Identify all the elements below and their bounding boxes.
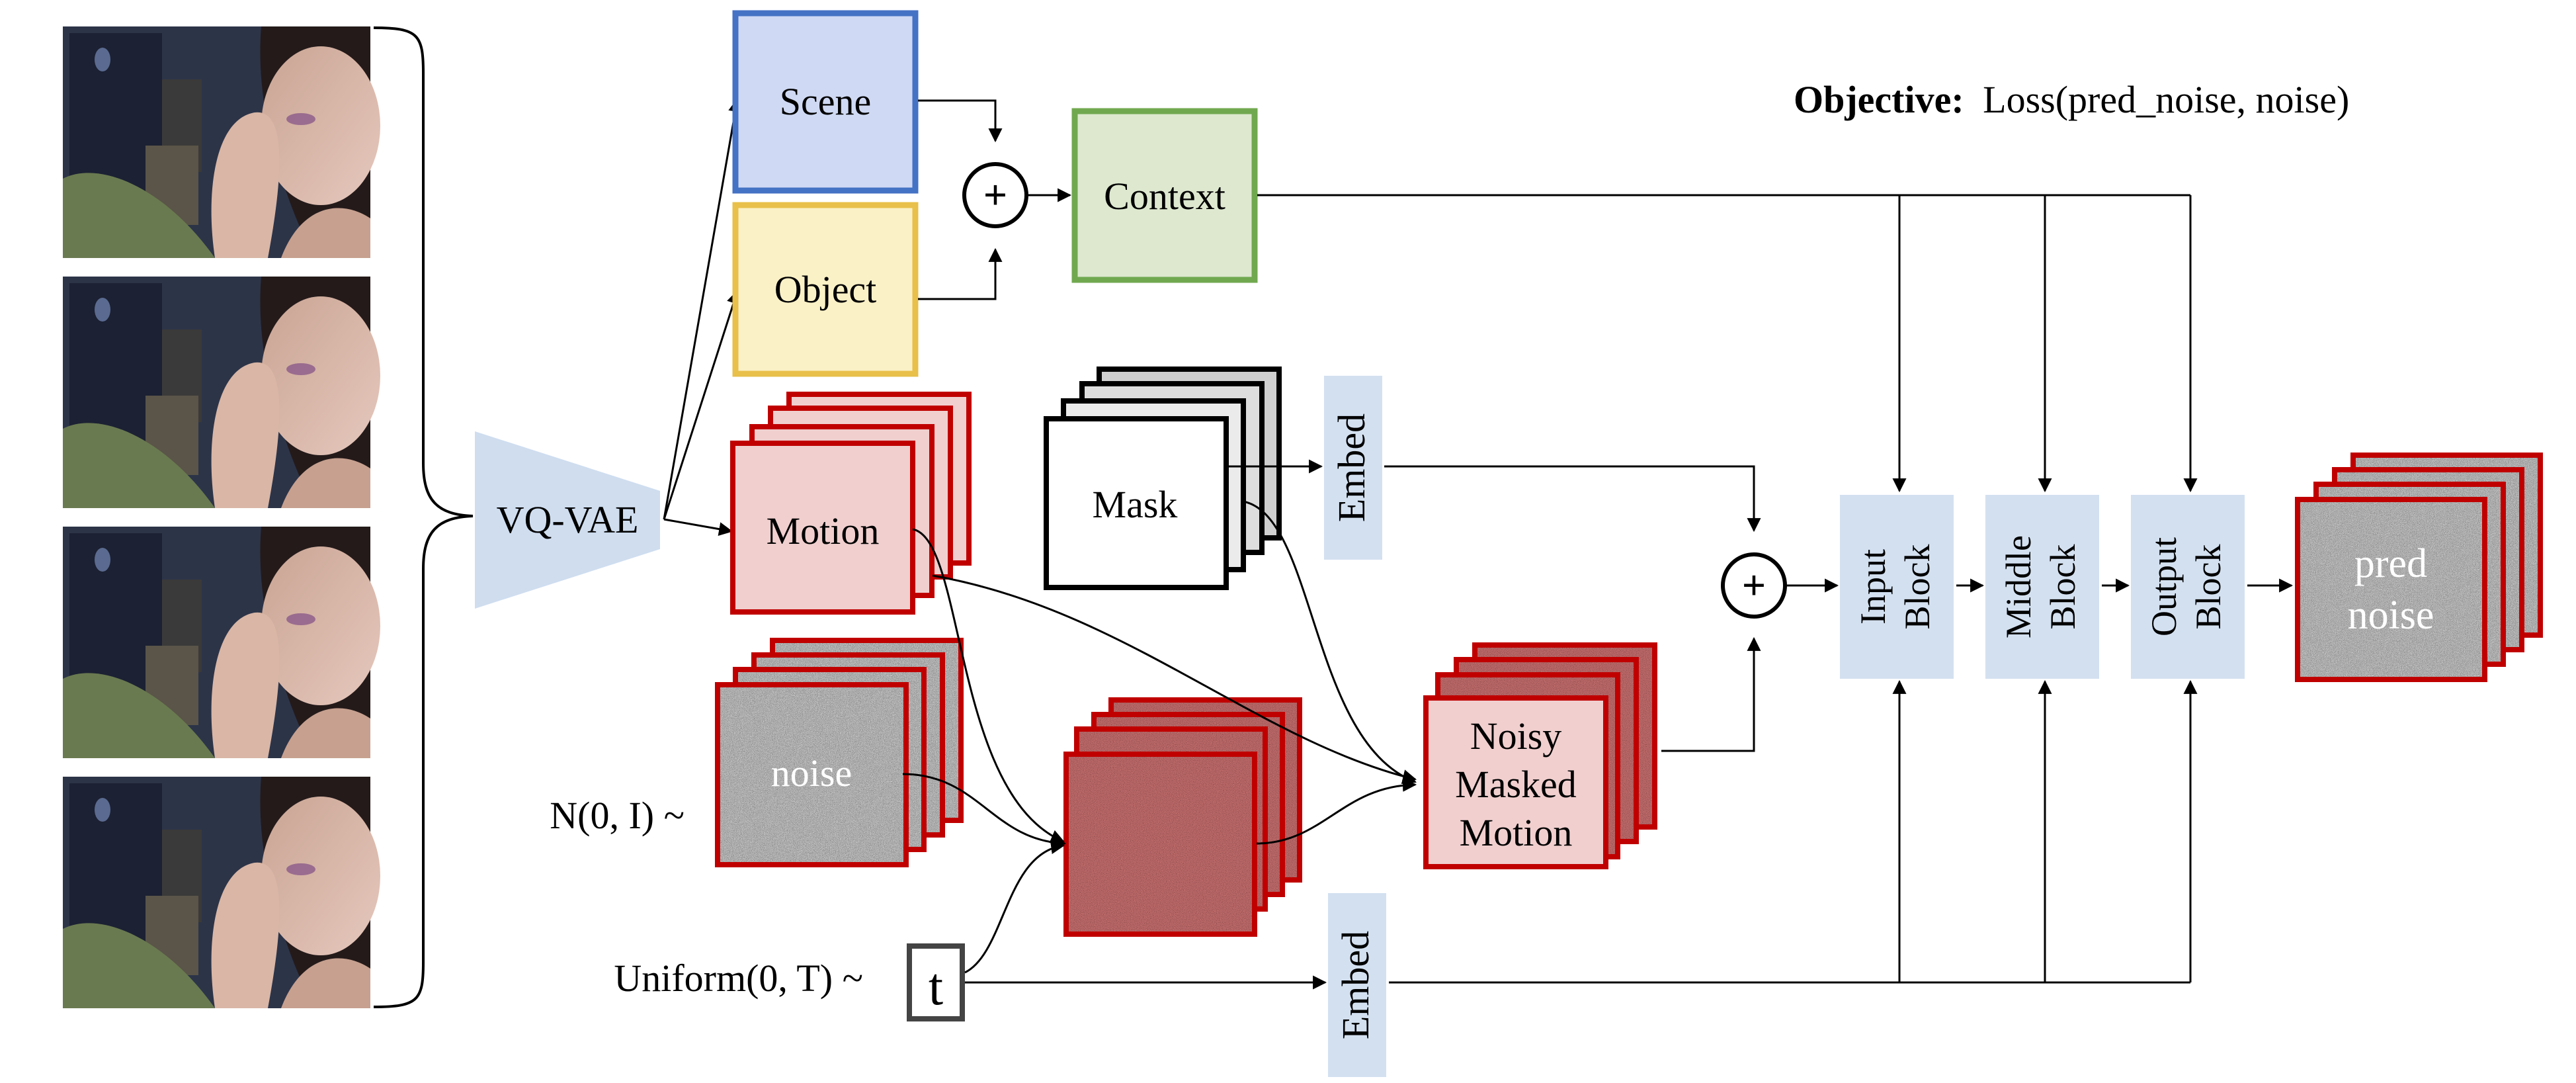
curve-motion-masked: [932, 574, 1417, 783]
noise-label: noise: [771, 752, 852, 795]
context-label: Context: [1104, 175, 1226, 218]
object-box: [732, 202, 919, 377]
arrow-masked-plus: [1661, 636, 1761, 752]
frame-3: [63, 527, 380, 758]
timestep-label: t: [929, 958, 943, 1016]
frame-4: [63, 777, 380, 1008]
pred-noise-line1: pred: [2354, 541, 2427, 586]
frames-brace: [373, 26, 474, 1008]
noisy-masked-line1: Noisy: [1470, 715, 1562, 758]
timestep-box: [907, 943, 965, 1021]
objective-text: Objective: Loss(pred_noise, noise): [1794, 78, 2349, 121]
pred-noise-line2: noise: [2348, 593, 2434, 638]
curve-noise-noisy: [902, 773, 1067, 850]
objective-formula: Loss(pred_noise, noise): [1983, 78, 2349, 121]
arrow-scene-plus: [918, 99, 1003, 143]
input-block-line1: Input: [1853, 549, 1893, 625]
curve-mask-masked: [1243, 500, 1417, 784]
motion-label: Motion: [767, 509, 880, 552]
arrow-vqvae-object: [663, 290, 741, 520]
input-block-line2: Block: [1897, 544, 1937, 630]
mask-stack: [1044, 367, 1282, 590]
arrow-embed-plus: [1384, 465, 1761, 533]
uniform-distribution-label: Uniform(0, T) ~: [614, 957, 863, 1000]
pred-noise-stack: [2295, 453, 2543, 682]
mask-label: Mask: [1093, 483, 1178, 526]
middle-block-line2: Block: [2043, 544, 2083, 630]
vqvae-label: VQ-VAE: [497, 498, 639, 541]
embed-time-label: Embed: [1334, 931, 1377, 1039]
input-block: [1840, 495, 1954, 679]
context-box: [1071, 108, 1258, 283]
arrow-vqvae-scene: [663, 97, 743, 520]
output-block: [2131, 495, 2245, 679]
object-label: Object: [774, 268, 877, 311]
output-block-line1: Output: [2144, 537, 2184, 636]
plus-input-symbol: +: [1742, 562, 1766, 609]
embed-mask-box: [1324, 376, 1382, 560]
output-block-line2: Block: [2188, 544, 2228, 630]
arrow-vqvae-motion: [663, 518, 733, 537]
motion-stack: [730, 392, 972, 615]
middle-block: [1985, 495, 2099, 679]
curve-motion-noisy: [912, 528, 1065, 844]
embed-time-box: [1328, 893, 1386, 1077]
objective-label: Objective:: [1794, 78, 1964, 121]
frame-2: [63, 277, 380, 508]
curve-noisy-masked: [1256, 777, 1417, 845]
noisy-motion-stack: [1063, 697, 1302, 937]
scene-box: [732, 10, 919, 194]
noisy-masked-line3: Motion: [1460, 811, 1573, 854]
frame-1: [63, 26, 380, 258]
plus-context-symbol: +: [983, 171, 1007, 218]
normal-distribution-label: N(0, I) ~: [550, 794, 685, 837]
middle-block-line1: Middle: [1999, 535, 2038, 638]
noisy-masked-line2: Masked: [1455, 763, 1577, 806]
noisy-masked-motion-stack: [1423, 642, 1657, 869]
arrow-object-plus: [918, 247, 1003, 300]
curve-t-noisy: [964, 840, 1065, 974]
noise-stack: [715, 638, 964, 867]
vqvae-encoder: [475, 431, 660, 609]
embed-mask-label: Embed: [1330, 413, 1373, 522]
scene-label: Scene: [780, 80, 872, 123]
